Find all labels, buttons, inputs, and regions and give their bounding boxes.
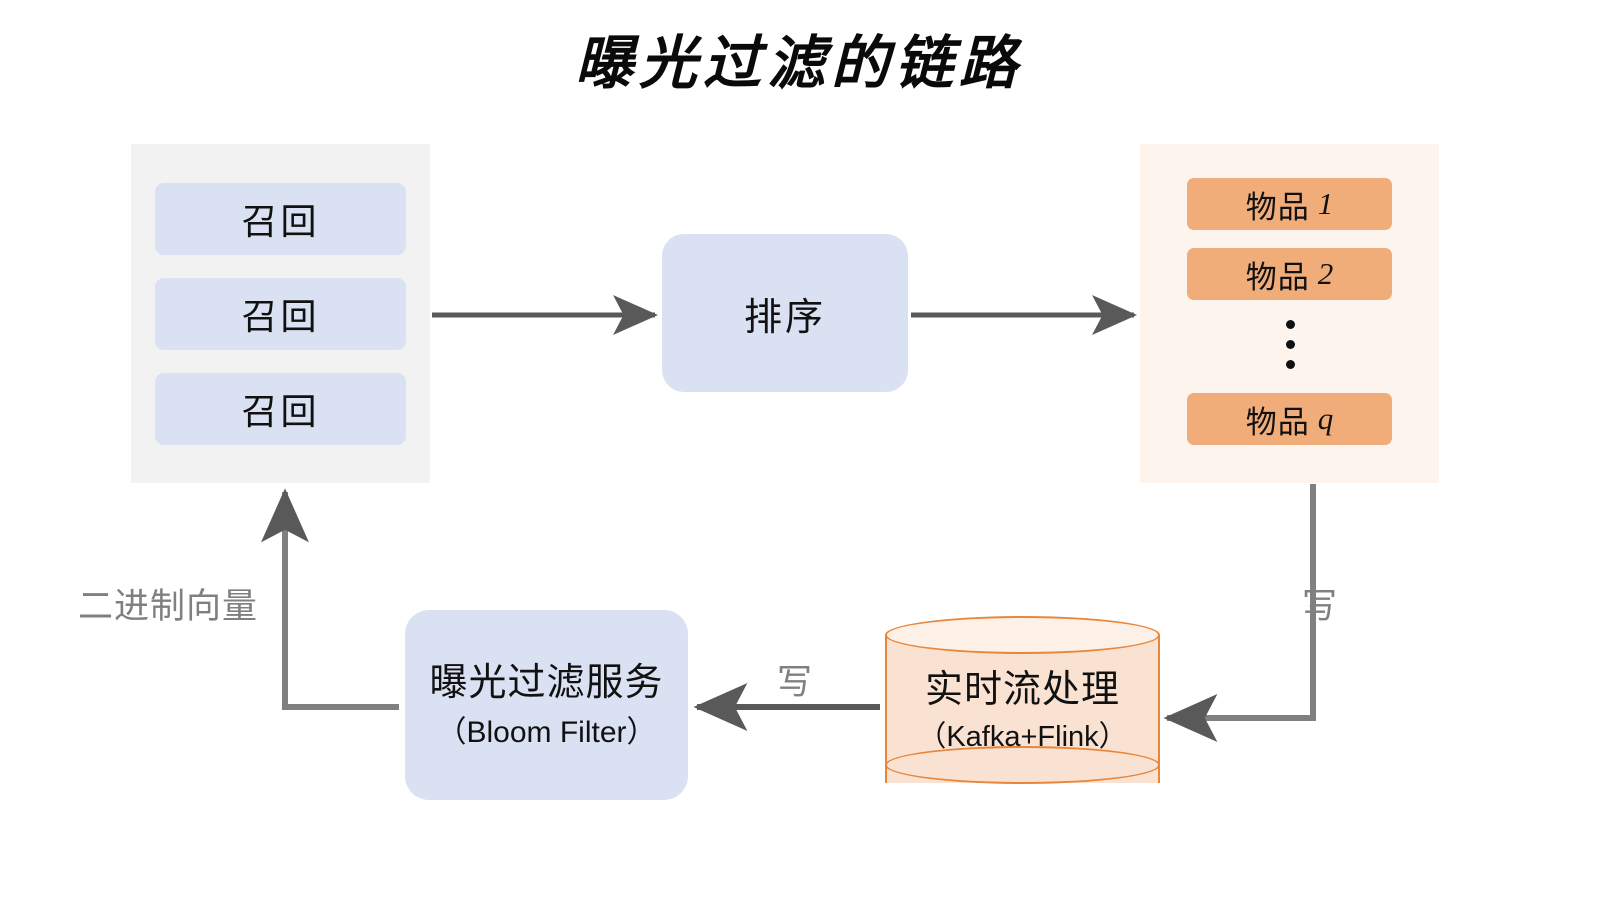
edge-label-binary-vector: 二进制向量	[78, 587, 259, 626]
cylinder-bottom-ellipse	[885, 746, 1160, 784]
item-chip-index: 2	[1317, 256, 1334, 291]
bloom-filter-title: 曝光过滤服务	[429, 662, 664, 705]
cylinder-top-ellipse	[885, 616, 1160, 654]
vertical-ellipsis-icon	[1283, 320, 1297, 369]
item-chip-index: 1	[1317, 186, 1334, 221]
page-title: 曝光过滤的链路	[574, 31, 1023, 96]
recall-stage-panel: 召回 召回 召回	[131, 144, 430, 483]
edge-label-write-stream-to-bloom: 写	[777, 663, 813, 702]
edge-bloom-to-recall	[261, 488, 399, 710]
cylinder-text: 实时流处理 （Kafka+Flink）	[885, 669, 1160, 755]
stream-processing-subtitle: （Kafka+Flink）	[917, 721, 1128, 754]
rank-stage-box[interactable]: 排序	[662, 234, 908, 392]
ranked-items-panel: 物品 1 物品 2 物品 q	[1140, 144, 1439, 483]
item-chip[interactable]: 物品 1	[1187, 178, 1392, 230]
item-chip[interactable]: 物品 2	[1187, 248, 1392, 300]
edge-items-to-stream	[1163, 484, 1316, 742]
stream-processing-title: 实时流处理	[924, 669, 1120, 711]
item-chip[interactable]: 物品 q	[1187, 393, 1392, 445]
item-chip-label: 物品	[1245, 259, 1310, 295]
rank-stage-label: 排序	[743, 296, 826, 339]
recall-chip[interactable]: 召回	[155, 183, 406, 255]
recall-chip[interactable]: 召回	[155, 373, 406, 445]
item-chip-label: 物品	[1245, 189, 1310, 225]
edge-label-write-items-to-stream: 写	[1302, 587, 1338, 626]
item-chip-index: q	[1317, 401, 1334, 436]
item-chip-label: 物品	[1245, 404, 1310, 440]
stream-processing-cylinder[interactable]: 实时流处理 （Kafka+Flink）	[885, 616, 1160, 802]
bloom-filter-subtitle: （Bloom Filter）	[436, 715, 657, 749]
bloom-filter-service-box[interactable]: 曝光过滤服务 （Bloom Filter）	[405, 610, 688, 800]
recall-chip[interactable]: 召回	[155, 278, 406, 350]
